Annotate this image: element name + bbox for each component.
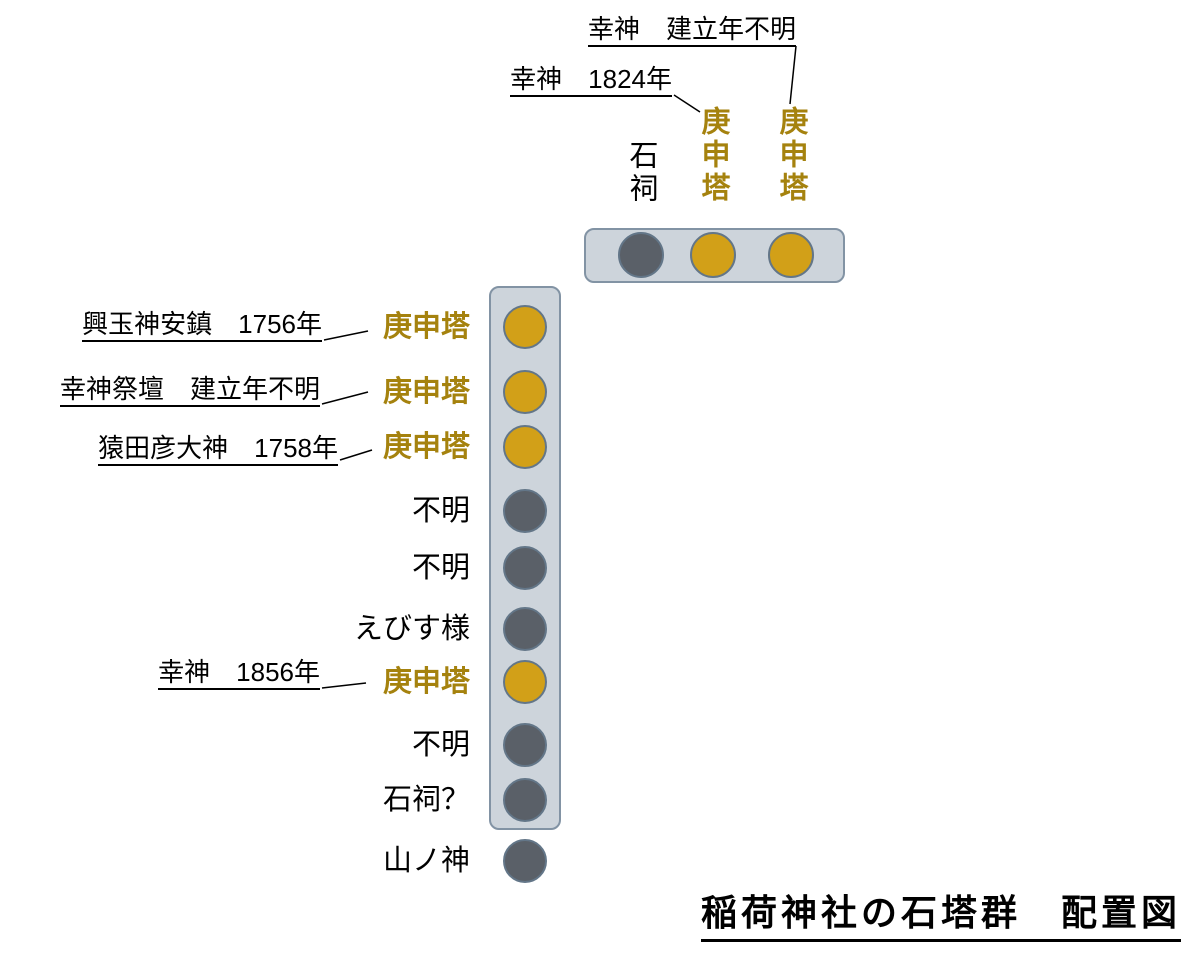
stone-circle [503,425,547,469]
annotation-koshin-1856: 幸神 1856年 [158,657,320,690]
top-stone-label-koshinto: 庚申塔 [697,106,729,205]
diagram-title: 稲荷神社の石塔群 配置図 [700,884,1181,942]
stone-circle [768,232,814,278]
stone-circle [503,370,547,414]
leader-line [673,94,701,113]
annotation-sarutahiko-1758: 猿田彦大神 1758年 [98,433,338,466]
stone-circle [503,305,547,349]
stone-circle [503,839,547,883]
stone-circle [690,232,736,278]
annotation-koshin-1824: 幸神 1824年 [510,64,672,97]
top-stone-label-koshinto: 庚申塔 [775,106,807,205]
stone-circle [618,232,664,278]
stone-circle [503,546,547,590]
stone-label-ebisu: えびす様 [353,613,470,645]
stone-label-koshinto: 庚申塔 [382,311,470,343]
stone-label-fumei: 不明 [411,729,470,761]
stone-circle [503,778,547,822]
top-stone-label-sekishi: 石祠 [625,140,657,206]
leader-line [323,330,369,341]
stone-label-fumei: 不明 [411,552,470,584]
stone-circle [503,723,547,767]
stone-label-fumei: 不明 [411,495,470,527]
annotation-koshin-saidan: 幸神祭壇 建立年不明 [59,374,320,407]
leader-line [321,391,369,405]
annotation-okitama-1756: 興玉神安鎮 1756年 [82,309,322,342]
stone-circle [503,607,547,651]
stone-label-koshinto: 庚申塔 [382,431,470,463]
stone-circle [503,660,547,704]
stone-circle [503,489,547,533]
stone-label-koshinto: 庚申塔 [382,666,470,698]
leader-line [789,45,797,105]
leader-line [339,449,373,461]
stone-label-sekishi: 石祠？ [382,784,470,816]
stone-label-yamanokami: 山ノ神 [382,845,470,877]
annotation-koshin-unknown: 幸神 建立年不明 [587,14,796,47]
leader-line [321,682,367,689]
stone-label-koshinto: 庚申塔 [382,376,470,408]
